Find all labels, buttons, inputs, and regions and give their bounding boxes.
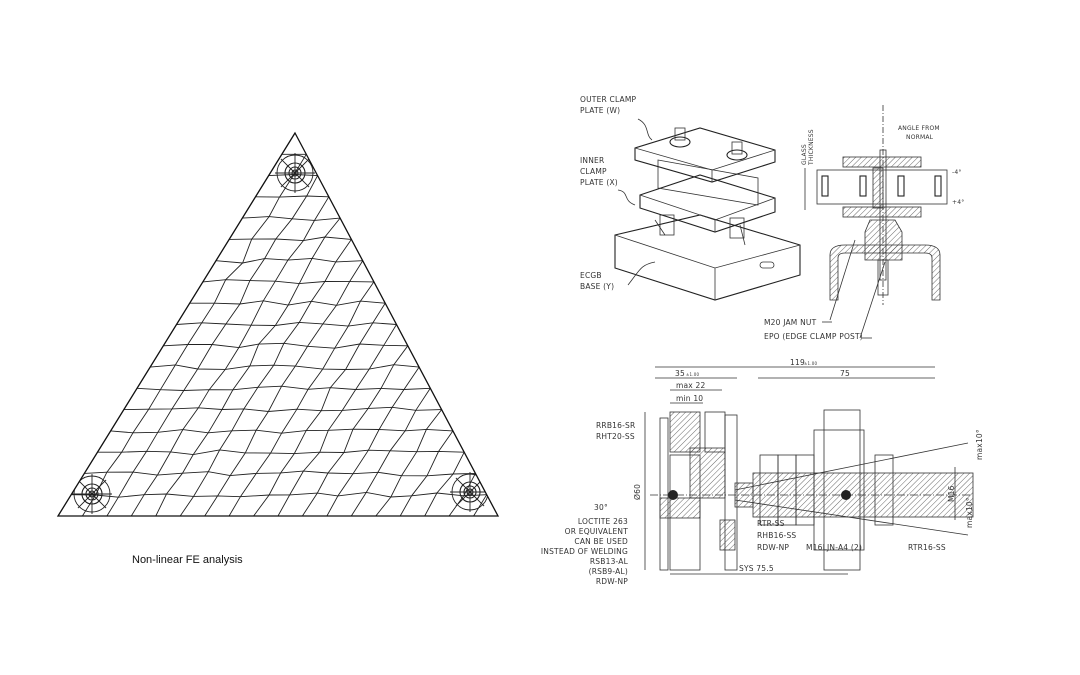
mesh-line [130, 196, 330, 516]
mesh-line [228, 281, 375, 516]
bolt-section-labels: 119 ±1.00 35 ±1.00 75 max 22 min 10 Ø60 … [541, 358, 984, 586]
svg-text:INSTEAD OF WELDING: INSTEAD OF WELDING [541, 547, 628, 556]
mesh-line [255, 195, 329, 198]
fe-analysis-caption: Non-linear FE analysis [132, 554, 243, 566]
support-node-left [81, 483, 103, 505]
svg-text:RHB16-SS: RHB16-SS [757, 531, 796, 540]
clamp-isometric-drawing [614, 118, 801, 301]
svg-text:M20 JAM NUT: M20 JAM NUT [764, 318, 817, 327]
svg-text:PLATE (X): PLATE (X) [580, 178, 618, 187]
svg-text:INNER: INNER [580, 156, 604, 165]
svg-text:Ø60: Ø60 [633, 484, 642, 500]
mesh-line [179, 239, 352, 516]
svg-text:M16: M16 [947, 485, 956, 502]
svg-text:PLATE (W): PLATE (W) [580, 106, 620, 115]
mesh-ring [73, 475, 111, 513]
clamp-section-labels: GLASS THICKNESS ANGLE FROM NORMAL -4° +4… [764, 125, 964, 341]
mesh-line [155, 217, 341, 516]
svg-text:119: 119 [790, 358, 805, 367]
svg-text:GLASS: GLASS [801, 144, 808, 165]
svg-text:max10°: max10° [975, 429, 984, 460]
mesh-line [97, 449, 465, 456]
svg-text:LOCTITE 263: LOCTITE 263 [578, 517, 628, 526]
mesh-line [399, 430, 454, 516]
mesh-line [189, 300, 386, 306]
svg-text:EPO (EDGE CLAMP POST): EPO (EDGE CLAMP POST) [764, 332, 863, 341]
svg-text:RTR16-SS: RTR16-SS [908, 543, 946, 552]
mesh-line [176, 321, 397, 327]
svg-text:SYS 75.5: SYS 75.5 [739, 564, 774, 573]
svg-text:-4°: -4° [952, 169, 962, 176]
bolt-section-drawing [644, 366, 974, 575]
mesh-line [123, 406, 442, 412]
svg-text:+4°: +4° [952, 199, 964, 206]
mesh-line [277, 324, 397, 516]
mesh-line [229, 236, 352, 242]
mesh-line [326, 366, 420, 516]
mesh-line [84, 470, 476, 477]
clamp-section-drawing [804, 105, 948, 339]
svg-text:30°: 30° [594, 503, 608, 512]
svg-text:OUTER CLAMP: OUTER CLAMP [580, 95, 636, 104]
mesh-line [163, 342, 408, 349]
svg-text:RDW-NP: RDW-NP [596, 577, 628, 586]
clamp-labels: OUTER CLAMP PLATE (W) INNER CLAMP PLATE … [580, 95, 636, 291]
svg-text:±1.00: ±1.00 [686, 372, 700, 377]
mesh-line [424, 451, 465, 516]
svg-text:35: 35 [675, 369, 685, 378]
mesh-line [82, 154, 307, 516]
svg-text:min 10: min 10 [676, 394, 703, 403]
svg-text:RRB16-SR: RRB16-SR [596, 421, 635, 430]
svg-text:RDW-NP: RDW-NP [757, 543, 789, 552]
svg-text:CAN BE USED: CAN BE USED [574, 537, 628, 546]
svg-text:max10°: max10° [965, 497, 974, 528]
mesh-line [302, 345, 409, 516]
fe-mesh-triangle [56, 131, 500, 517]
mesh-line [473, 494, 488, 516]
mesh-line [202, 279, 374, 285]
mesh-line [150, 364, 420, 370]
mesh-ring [276, 154, 314, 192]
support-node-right [459, 481, 481, 503]
svg-text:±1.00: ±1.00 [804, 361, 818, 366]
svg-text:M16LJN-A4 (2): M16LJN-A4 (2) [806, 543, 862, 552]
svg-text:OR EQUIVALENT: OR EQUIVALENT [565, 527, 629, 536]
mesh-line [375, 409, 442, 516]
svg-text:NORMAL: NORMAL [906, 134, 934, 141]
svg-text:(RSB9-AL): (RSB9-AL) [589, 567, 628, 576]
svg-text:ECGB: ECGB [580, 271, 602, 280]
svg-text:RSB13-AL: RSB13-AL [590, 557, 629, 566]
svg-text:RHT20-SS: RHT20-SS [596, 432, 635, 441]
svg-text:CLAMP: CLAMP [580, 167, 607, 176]
svg-text:ANGLE FROM: ANGLE FROM [898, 125, 940, 132]
mesh-line [110, 428, 453, 434]
svg-text:RTR-SS: RTR-SS [757, 519, 785, 528]
mesh-line [253, 302, 386, 516]
svg-text:75: 75 [840, 369, 850, 378]
mesh-line [242, 216, 341, 221]
mesh-line [136, 385, 431, 391]
svg-text:THICKNESS: THICKNESS [808, 129, 815, 166]
mesh-line [215, 257, 363, 264]
svg-text:BASE (Y): BASE (Y) [580, 282, 614, 291]
mesh-line [71, 491, 487, 498]
svg-text:max 22: max 22 [676, 381, 705, 390]
support-node-top [284, 162, 306, 184]
